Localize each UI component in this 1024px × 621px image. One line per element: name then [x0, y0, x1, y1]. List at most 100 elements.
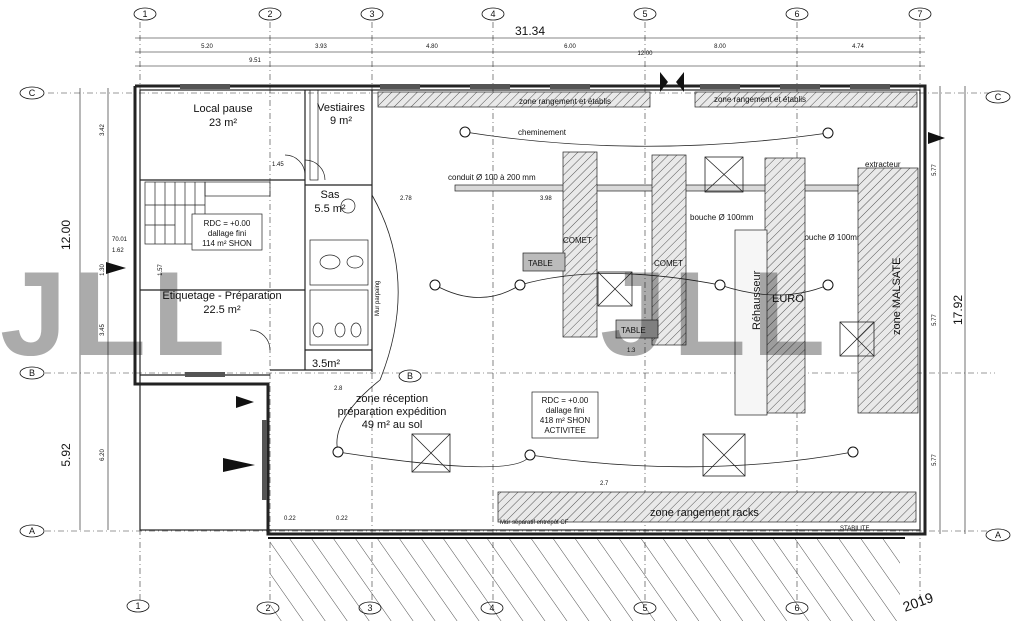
rdc-box-left [191, 213, 263, 251]
table-label-2: TABLE [621, 326, 646, 335]
light-fixtures [411, 156, 875, 477]
grid-number-5: 5 [642, 9, 647, 19]
bouche-label-1: bouche Ø 100mm [690, 213, 754, 222]
rdc-right-line-4: ACTIVITEE [544, 426, 585, 435]
room-local-pause-name: Local pause [193, 103, 252, 115]
grid-number-2-bottom: 2 [265, 603, 270, 613]
rdc-right-line-2: dallage fini [546, 406, 584, 415]
grid-letter-b-left: B [29, 368, 35, 378]
dim-left-2: 3.45 [100, 324, 106, 336]
dim-right-2: 5.77 [932, 314, 938, 326]
dim-top-2: 3.93 [315, 44, 327, 50]
comet-label-2: COMET [654, 259, 683, 268]
dim-top-3: 4.80 [426, 44, 438, 50]
comet-label-1: COMET [563, 236, 592, 245]
euro-label: EURO [772, 293, 804, 305]
grid-number-2: 2 [267, 9, 272, 19]
rdc-left-line-3: 114 m² SHON [202, 239, 252, 248]
mur-parpaing-label: Mur parpaing [375, 281, 381, 316]
room-etiquetage-area: 22.5 m² [203, 304, 241, 316]
zone-rangement-label-1: zone rangement et établis [519, 97, 611, 106]
overall-depth: 17.92 [951, 295, 965, 325]
dim-left-4: 1.30 [100, 264, 106, 276]
elevation-1: 70.01 [112, 237, 128, 243]
grid-number-1: 1 [142, 9, 147, 19]
grid-letter-a-right: A [995, 530, 1001, 540]
dim-right-1: 5.77 [932, 164, 938, 176]
dim-0-22-a: 0.22 [284, 516, 296, 522]
table-label-1: TABLE [528, 259, 553, 268]
grid-letter-c-right: C [995, 92, 1002, 102]
left-dim-upper: 12.00 [59, 220, 73, 250]
dimension-lines [79, 37, 966, 534]
year-label: 2019 [901, 589, 936, 615]
mur-separatif-label: Mur séparatif entrepôt CF [500, 520, 569, 526]
reception-line-2: préparation expédition [338, 406, 447, 418]
zone-rangement-label-2: zone rangement et établis [714, 95, 806, 104]
room-small-area: 3.5m² [312, 358, 340, 370]
reception-line-1: zone réception [356, 393, 428, 405]
dim-top-total-mid: 12.00 [637, 51, 653, 57]
dim-top-1: 5.20 [201, 44, 213, 50]
dim-2-78: 2.78 [400, 196, 412, 202]
dim-left-3: 6.20 [100, 449, 106, 461]
windows [180, 84, 890, 500]
grid-letter-c-left: C [29, 88, 36, 98]
sanitary-fixtures [249, 89, 369, 351]
grid-number-1-bottom: 1 [135, 601, 140, 611]
grid-number-6: 6 [794, 9, 799, 19]
dim-left-5: 1.57 [158, 264, 164, 276]
dim-top-total-left: 9.51 [249, 58, 261, 64]
stabilite-label: STABILITE [840, 526, 870, 532]
reception-line-3: 49 m² au sol [362, 419, 423, 431]
rdc-left-line-1: RDC = +0.00 [204, 219, 251, 228]
cheminement-label: cheminement [518, 128, 567, 137]
elevation-2: 1.62 [112, 248, 124, 254]
light-points [332, 126, 859, 461]
room-local-pause-area: 23 m² [209, 117, 237, 129]
grid-number-4: 4 [490, 9, 495, 19]
safety-symbols [106, 72, 945, 472]
grid-number-7: 7 [917, 9, 922, 19]
dim-0-22-b: 0.22 [336, 516, 348, 522]
machines [497, 151, 919, 523]
dim-1-45: 1.45 [272, 162, 284, 168]
dim-3-98: 3.98 [540, 196, 552, 202]
rdc-box-right [531, 391, 599, 439]
lighting-circuit [336, 131, 854, 468]
exterior-hatched-zone [270, 538, 900, 621]
extracteur-label: extracteur [865, 160, 901, 169]
rdc-right-line-1: RDC = +0.00 [542, 396, 589, 405]
dim-right-3: 5.77 [932, 454, 938, 466]
dim-top-6: 4.74 [852, 44, 864, 50]
grid-letter-a-left: A [29, 526, 35, 536]
room-sas-area: 5.5 m² [314, 203, 346, 215]
watermark-right: JLL [600, 247, 831, 381]
room-vestiaires-area: 9 m² [330, 115, 352, 127]
dim-2-8: 2.8 [334, 386, 343, 392]
storage-zone-top-right [694, 91, 918, 108]
grid-number-3: 3 [369, 9, 374, 19]
storage-zone-top-left [377, 91, 651, 108]
room-sas-name: Sas [321, 189, 340, 201]
rdc-right-line-3: 418 m² SHON [540, 416, 590, 425]
dim-1-3: 1.3 [627, 348, 636, 354]
dim-top-4: 6.00 [564, 44, 576, 50]
bouche-label-2: bouche Ø 100mm [800, 233, 864, 242]
grid-letter-b-mid: B [407, 371, 413, 381]
building-walls [133, 84, 927, 536]
dim-top-5: 8.00 [714, 44, 726, 50]
zone-racks-label: zone rangement racks [650, 507, 759, 519]
rehausseur-label: Réhausseur [751, 270, 763, 330]
rdc-left-line-2: dallage fini [208, 229, 246, 238]
left-dim-lower: 5.92 [59, 443, 73, 467]
room-etiquetage-name: Etiquetage - Préparation [162, 290, 281, 302]
zone-malsate-label: zone MALSATE [891, 258, 903, 335]
dim-left-1: 3.42 [100, 124, 106, 136]
dim-2-7: 2.7 [600, 481, 609, 487]
conduit-label: conduit Ø 100 à 200 mm [448, 173, 536, 182]
overall-width: 31.34 [515, 24, 545, 38]
room-vestiaires-name: Vestiaires [317, 102, 365, 114]
watermark-left: JLL [0, 247, 231, 381]
